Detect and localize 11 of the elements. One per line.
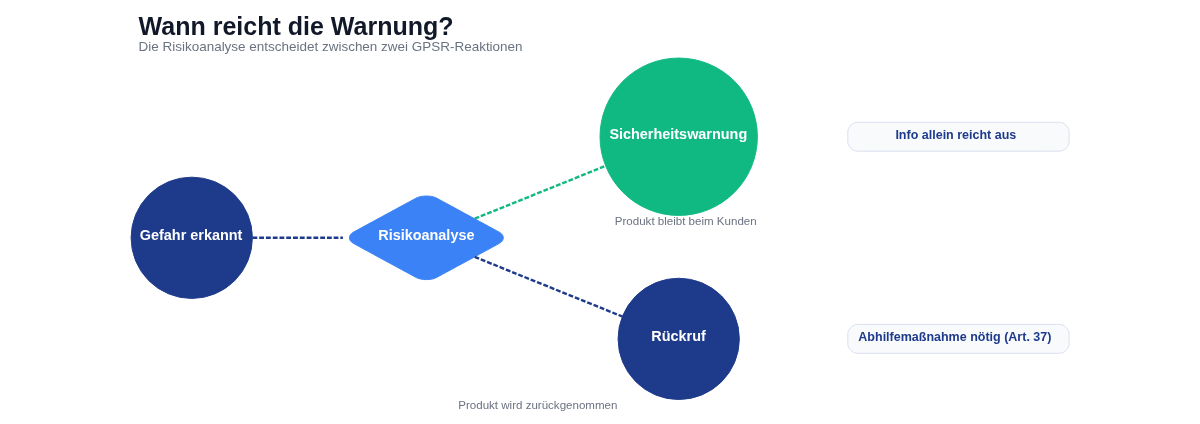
node-label: Produkt bleibt beim Kunden (614, 214, 757, 227)
node-circle: Gefahr erkannt (130, 176, 253, 299)
node-circle: Sicherheitswarnung (599, 57, 758, 216)
node-box: Info allein reicht aus (847, 121, 1070, 152)
connector (474, 255, 623, 318)
diagram-title: Wann reicht die Warnung? (138, 11, 454, 40)
connector (474, 164, 607, 220)
node-circle: Rückruf (617, 277, 740, 400)
node-box: Abhilfemaßnahme nötig (Art. 37) (847, 323, 1070, 354)
connector (252, 236, 343, 239)
node-label: Produkt wird zurückgenommen (458, 398, 618, 411)
